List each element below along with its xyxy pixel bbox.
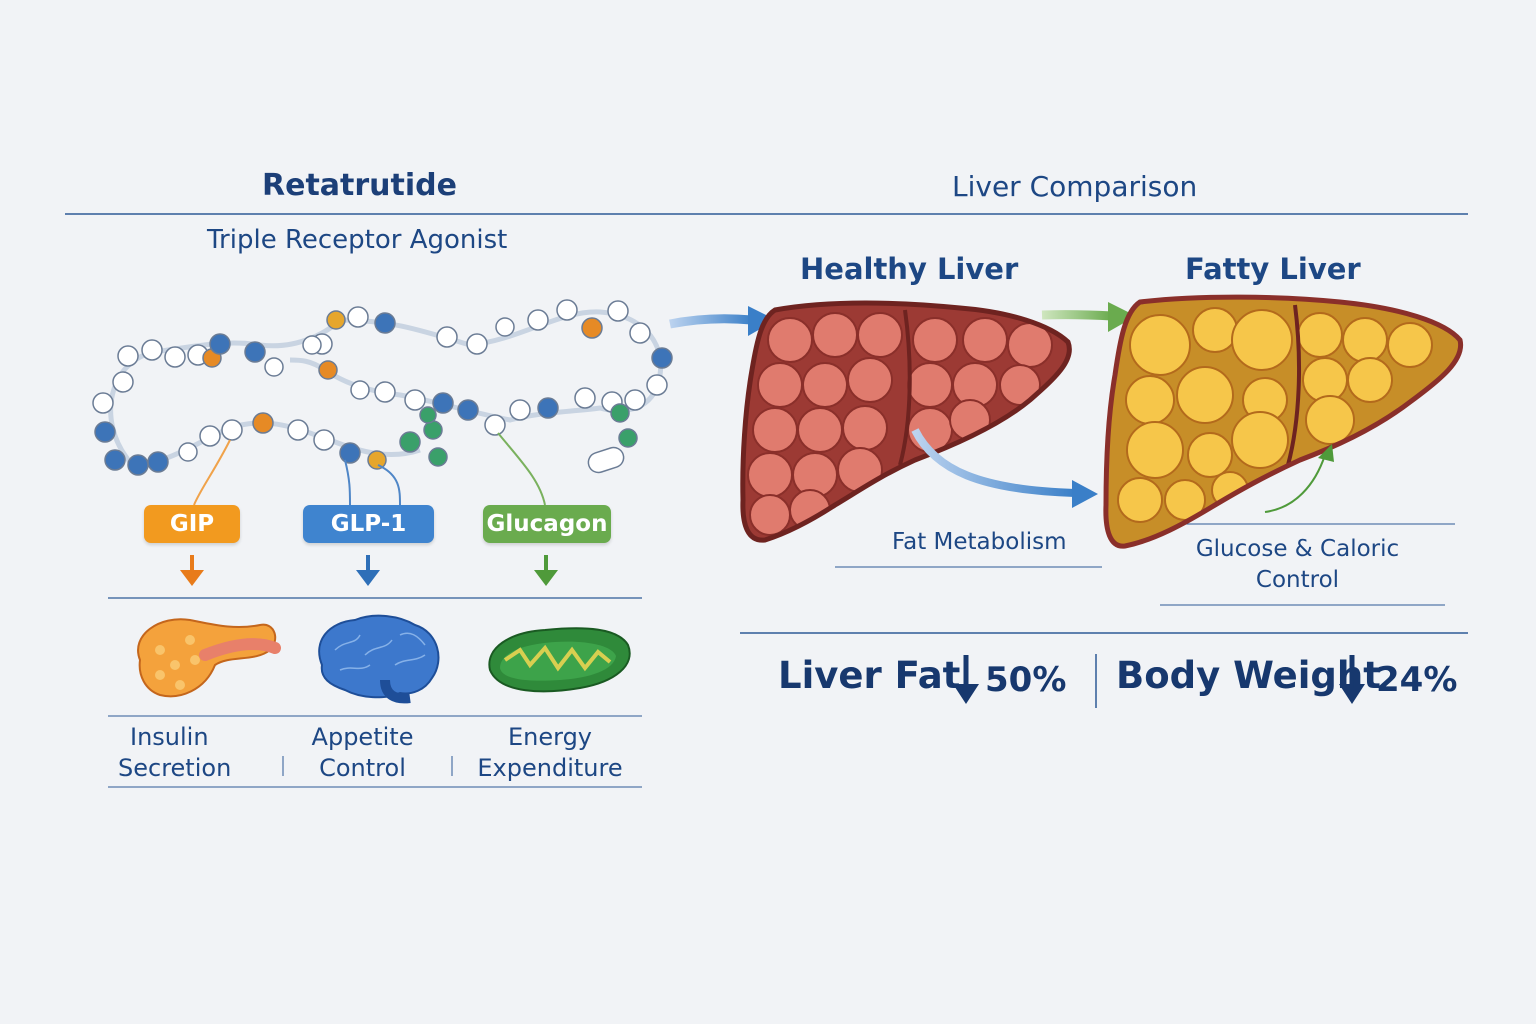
drug-title: Retatrutide bbox=[262, 168, 457, 203]
label-line: Secretion bbox=[118, 754, 232, 782]
down-arrow-icon bbox=[180, 555, 204, 586]
organ-label-energy: Energy Expenditure bbox=[470, 722, 630, 784]
pancreas-icon bbox=[137, 618, 281, 698]
stat-liver-fat-value: 50% bbox=[985, 660, 1067, 700]
label-line: Appetite bbox=[311, 723, 414, 751]
drug-subtitle: Triple Receptor Agonist bbox=[207, 225, 508, 255]
fatty-liver-title: Fatty Liver bbox=[1185, 252, 1361, 286]
stat-body-weight-value: 24% bbox=[1376, 660, 1458, 700]
label-line: Energy bbox=[507, 723, 593, 751]
stat-body-weight-label: Body Weight bbox=[1116, 654, 1381, 697]
down-arrow-icon bbox=[534, 555, 558, 586]
organ-label-insulin: Insulin Secretion bbox=[118, 722, 248, 784]
brain-icon bbox=[318, 614, 440, 704]
label-line: Control bbox=[319, 754, 406, 782]
label-line: Expenditure bbox=[477, 754, 623, 782]
mitochondria-icon bbox=[488, 627, 631, 693]
label-line: Insulin bbox=[130, 723, 209, 751]
caption-line: Glucose & Caloric bbox=[1195, 536, 1400, 562]
healthy-liver-title: Healthy Liver bbox=[800, 252, 1019, 286]
down-arrow-icon bbox=[1339, 655, 1365, 704]
liver-comparison-title: Liver Comparison bbox=[952, 170, 1198, 203]
organ-label-appetite: Appetite Control bbox=[295, 722, 430, 784]
receptor-badge-glucagon: Glucagon bbox=[483, 505, 611, 543]
stat-liver-fat-label: Liver Fat bbox=[778, 654, 961, 697]
caption-line: Control bbox=[1255, 567, 1340, 593]
down-arrow-icon bbox=[953, 655, 979, 704]
receptor-badge-glp1: GLP-1 bbox=[303, 505, 434, 543]
receptor-badge-gip: GIP bbox=[144, 505, 240, 543]
fatty-liver-icon bbox=[1103, 294, 1464, 549]
healthy-liver-caption: Fat Metabolism bbox=[892, 529, 1067, 555]
fatty-liver-caption: Glucose & Caloric Control bbox=[1180, 534, 1415, 596]
healthy-liver-icon bbox=[740, 300, 1072, 543]
down-arrow-icon bbox=[356, 555, 380, 586]
